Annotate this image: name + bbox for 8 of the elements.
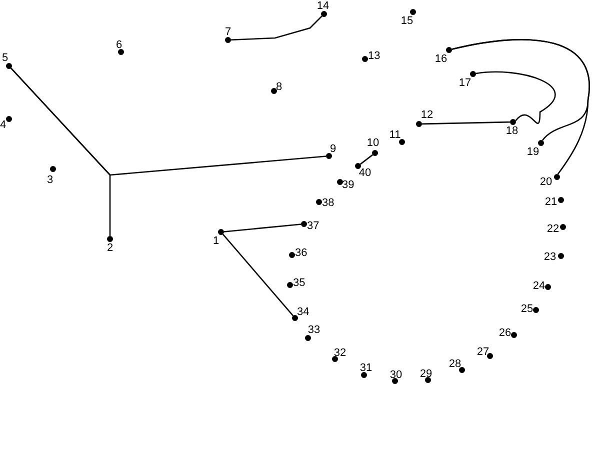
connecting-line: [10, 68, 111, 236]
connecting-line: [452, 39, 590, 175]
connecting-line: [222, 234, 294, 316]
connecting-line: [230, 16, 322, 41]
connecting-line: [476, 71, 556, 124]
connecting-line: [224, 224, 302, 232]
connecting-line: [422, 121, 510, 125]
connecting-line: [360, 154, 374, 165]
